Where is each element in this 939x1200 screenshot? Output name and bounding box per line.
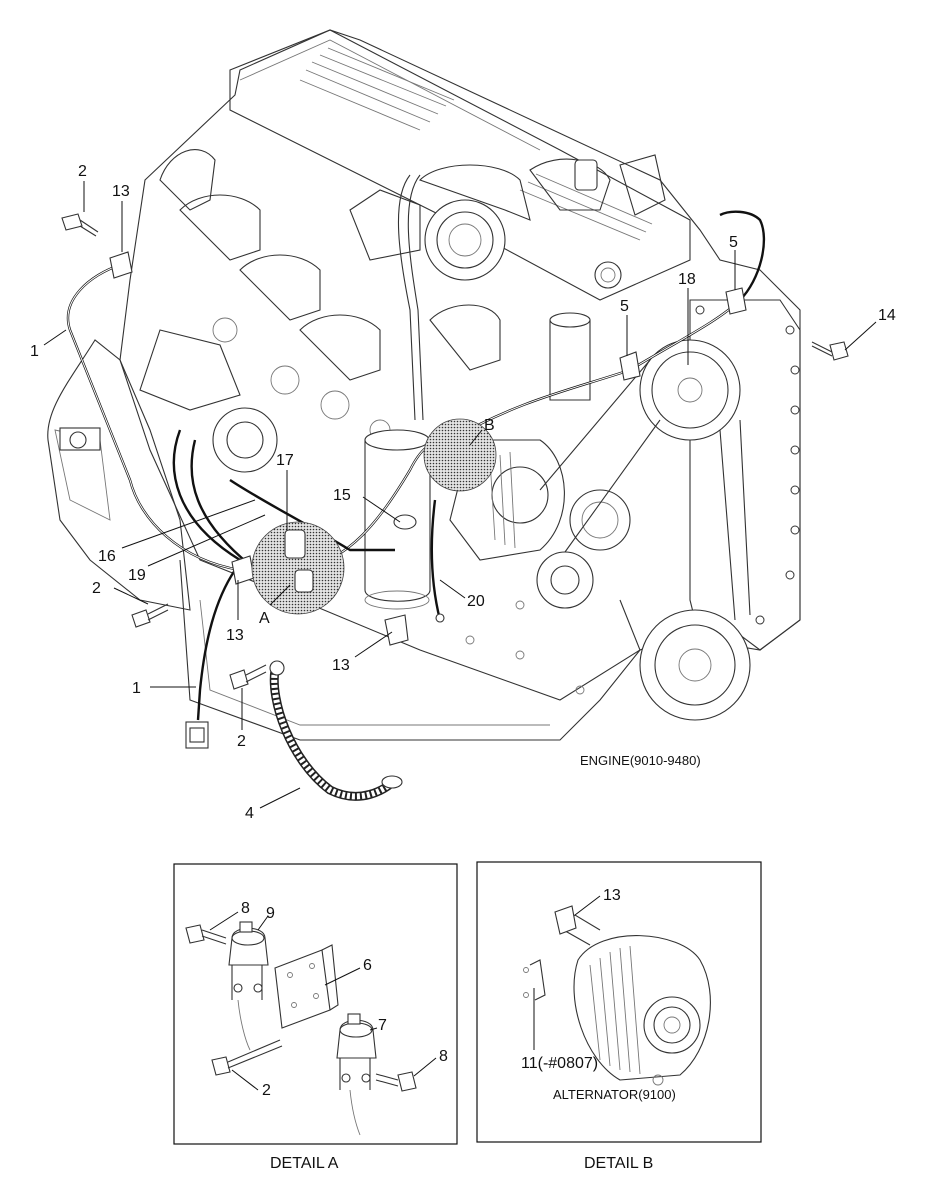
label-17: 17 [276,452,294,469]
detail-a-region [251,521,345,615]
detail-b-title: DETAIL B [584,1155,653,1172]
engine-illustration [47,29,801,741]
label-16: 16 [98,548,116,565]
label-14: 14 [878,307,896,324]
detail-a-label-8: 8 [241,900,250,917]
label-2: 2 [78,163,87,180]
engine-caption: ENGINE(9010-9480) [580,753,701,768]
label-18: 18 [678,271,696,288]
label-5: 5 [620,298,629,315]
detail-b-label-13: 13 [603,887,621,904]
detail-b-caption: ALTERNATOR(9100) [553,1087,676,1102]
detail-b-panel: 13 11(-#0807) [476,861,762,1143]
wiring-harness [61,210,849,801]
detail-a-label-9: 9 [266,905,275,922]
detail-a-label-8: 8 [439,1048,448,1065]
label-1: 1 [30,343,39,360]
label-15: 15 [333,487,351,504]
detail-a-panel: 8 9 6 7 8 2 [173,863,458,1145]
label-2: 2 [92,580,101,597]
part-labels: 2 13 1 5 5 18 14 B 17 15 16 19 2 A 13 20… [30,163,896,822]
label-2: 2 [237,733,246,750]
detail-b-label-11: 11(-#0807) [521,1055,598,1072]
label-13: 13 [332,657,350,674]
label-13: 13 [112,183,130,200]
label-13: 13 [226,627,244,644]
label-detail-b: B [484,417,495,434]
detail-b-region [423,418,497,492]
label-19: 19 [128,567,146,584]
label-20: 20 [467,593,485,610]
detail-a-title: DETAIL A [270,1155,339,1172]
label-1: 1 [132,680,141,697]
detail-a-label-7: 7 [378,1017,387,1034]
detail-a-label-2: 2 [262,1082,271,1099]
leader-lines [43,181,877,809]
label-detail-a: A [259,610,270,627]
detail-a-label-6: 6 [363,957,372,974]
label-5: 5 [729,234,738,251]
label-4: 4 [245,805,254,822]
